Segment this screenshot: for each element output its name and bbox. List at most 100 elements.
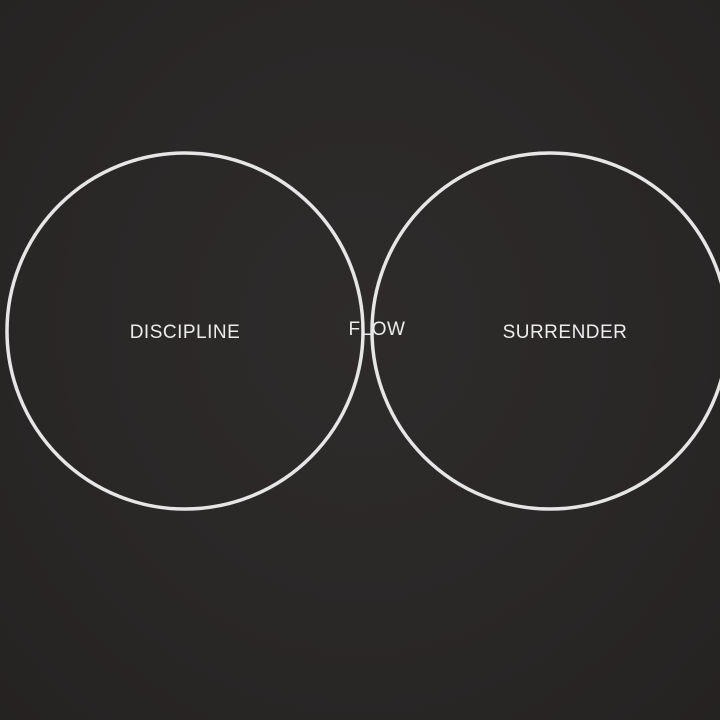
swirl-dot (415, 306, 418, 309)
swirl-strand (392, 343, 490, 441)
swirl-dot (321, 383, 325, 387)
swirl-dot (389, 397, 391, 399)
swirl-dot (384, 430, 386, 432)
swirl-dot (353, 300, 356, 303)
swirl-dot (474, 425, 478, 429)
swirl-dot (276, 317, 280, 321)
swirl-dot (341, 305, 345, 309)
swirl-dot (428, 366, 430, 368)
swirl-strand (366, 281, 393, 322)
swirl-strand (390, 332, 455, 402)
swirl-dot (426, 275, 428, 277)
swirl-dot (409, 302, 412, 305)
surrender-label: SURRENDER (503, 322, 628, 343)
swirl-dot (410, 142, 412, 144)
swirl-dot (433, 221, 435, 223)
swirl-strand (336, 364, 436, 459)
swirl-strand (354, 350, 439, 409)
swirl-strand (317, 146, 429, 264)
swirl-dot (424, 334, 426, 336)
swirl-strand (404, 256, 448, 387)
swirl-dot (380, 357, 382, 359)
swirl-dot (368, 363, 371, 366)
swirl-dot (431, 331, 434, 334)
swirl-dot (475, 378, 478, 381)
swirl-strand (347, 281, 390, 308)
swirl-dot (368, 157, 372, 161)
swirl-dot (300, 476, 304, 480)
swirl-dot (298, 219, 300, 221)
swirl-dot (457, 258, 459, 260)
swirl-dot (346, 272, 349, 275)
swirl-dot (410, 505, 414, 509)
swirl-dot (414, 222, 416, 224)
swirl-dot (458, 327, 460, 329)
swirl-dot (424, 432, 426, 434)
swirl-dot (341, 319, 345, 323)
swirl-dot (374, 462, 377, 465)
swirl-dot (377, 388, 380, 391)
swirl-dot (369, 368, 372, 371)
swirl-dot (324, 298, 326, 300)
swirl-strand (382, 257, 409, 362)
swirl-dot (343, 232, 346, 235)
swirl-strand (349, 287, 386, 316)
swirl-dot (379, 131, 381, 133)
discipline-label: DISCIPLINE (130, 322, 241, 343)
swirl-dot (412, 293, 415, 296)
swirl-strand (359, 360, 435, 405)
swirl-strand (359, 343, 444, 411)
swirl-dot (275, 365, 278, 368)
swirl-dot (381, 124, 383, 126)
swirl-strand (349, 295, 380, 399)
swirl-dot (444, 423, 448, 427)
swirl-dot (325, 301, 328, 304)
surrender-circle (370, 151, 720, 511)
swirl-dot (267, 373, 269, 375)
swirl-dot (418, 409, 422, 413)
swirl-dot (422, 157, 425, 160)
swirl-dot (362, 176, 366, 180)
swirl-dot (429, 257, 433, 261)
swirl-dot (288, 331, 292, 335)
swirl-dot (369, 418, 372, 421)
swirl-dot (288, 435, 292, 439)
swirl-dot (407, 377, 409, 379)
swirl-strand (378, 236, 416, 375)
swirl-strand (366, 340, 393, 366)
swirl-strand (298, 251, 340, 477)
swirl-dot (273, 415, 277, 419)
swirl-strand (343, 402, 427, 484)
swirl-dot (382, 462, 386, 466)
swirl-strand (330, 156, 437, 325)
swirl-dot (317, 299, 321, 303)
swirl-dot (308, 311, 312, 315)
swirl-strand (360, 145, 429, 284)
swirl-dot (367, 215, 369, 217)
swirl-dot (453, 206, 457, 210)
swirl-dot (469, 350, 472, 353)
swirl-strand (373, 341, 390, 352)
swirl-strand (286, 211, 397, 378)
swirl-strand (291, 226, 354, 500)
swirl-dot (417, 389, 420, 392)
swirl-dot (371, 440, 375, 444)
swirl-dot (338, 187, 340, 189)
swirl-strand (321, 237, 481, 471)
swirl-dot (344, 164, 346, 166)
swirl-dot (427, 508, 429, 510)
swirl-dot (297, 207, 299, 209)
swirl-dot (366, 313, 370, 317)
swirl-dot (436, 309, 440, 313)
discipline-circle (5, 151, 365, 511)
swirl-dot (411, 264, 415, 268)
swirl-dot (475, 359, 477, 361)
swirl-strand (359, 200, 435, 404)
swirl-dot (407, 311, 409, 313)
swirl-dot (324, 384, 327, 387)
swirl-dot (370, 150, 374, 154)
swirl-dot (451, 260, 453, 262)
swirl-dot (429, 276, 432, 279)
